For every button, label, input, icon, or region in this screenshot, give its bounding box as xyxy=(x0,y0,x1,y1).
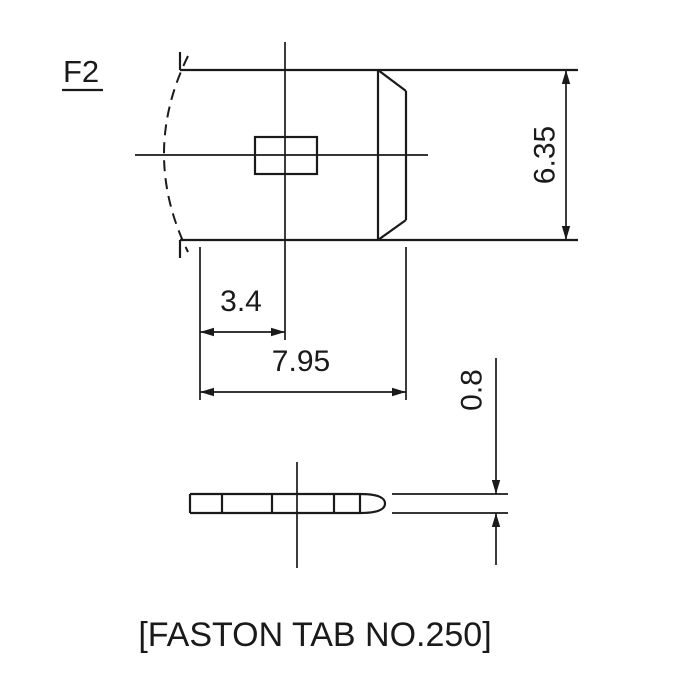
strip-rounded-tip xyxy=(359,492,387,515)
arrow-up-icon xyxy=(561,70,571,84)
dimension-thickness-value: 0.8 xyxy=(456,369,489,411)
dimension-width: 6.35 xyxy=(529,70,571,240)
dimension-hole-offset: 3.4 xyxy=(199,247,285,400)
figure-label-text: F2 xyxy=(63,54,99,89)
dimension-length-value: 7.95 xyxy=(272,345,330,378)
arrow-left-icon xyxy=(200,327,214,337)
arrow-up-icon xyxy=(491,513,501,527)
tab-top-view xyxy=(135,42,578,340)
arrow-down-icon xyxy=(561,226,571,240)
arrow-right-icon xyxy=(271,327,285,337)
arrow-right-icon xyxy=(392,387,406,397)
dimension-width-value: 6.35 xyxy=(529,126,562,184)
break-line-curve xyxy=(163,55,189,253)
tip-chamfer-top xyxy=(377,69,407,92)
dimension-thickness: 0.8 xyxy=(392,358,508,565)
arrow-down-icon xyxy=(491,480,501,494)
tab-side-view xyxy=(188,462,387,568)
figure-label: F2 xyxy=(62,54,103,92)
dimension-length: 7.95 xyxy=(200,247,407,400)
arrow-left-icon xyxy=(200,387,214,397)
tip-chamfer-bottom xyxy=(377,219,407,241)
dimension-hole-offset-value: 3.4 xyxy=(220,285,262,318)
drawing-caption: [FASTON TAB NO.250] xyxy=(138,616,491,654)
